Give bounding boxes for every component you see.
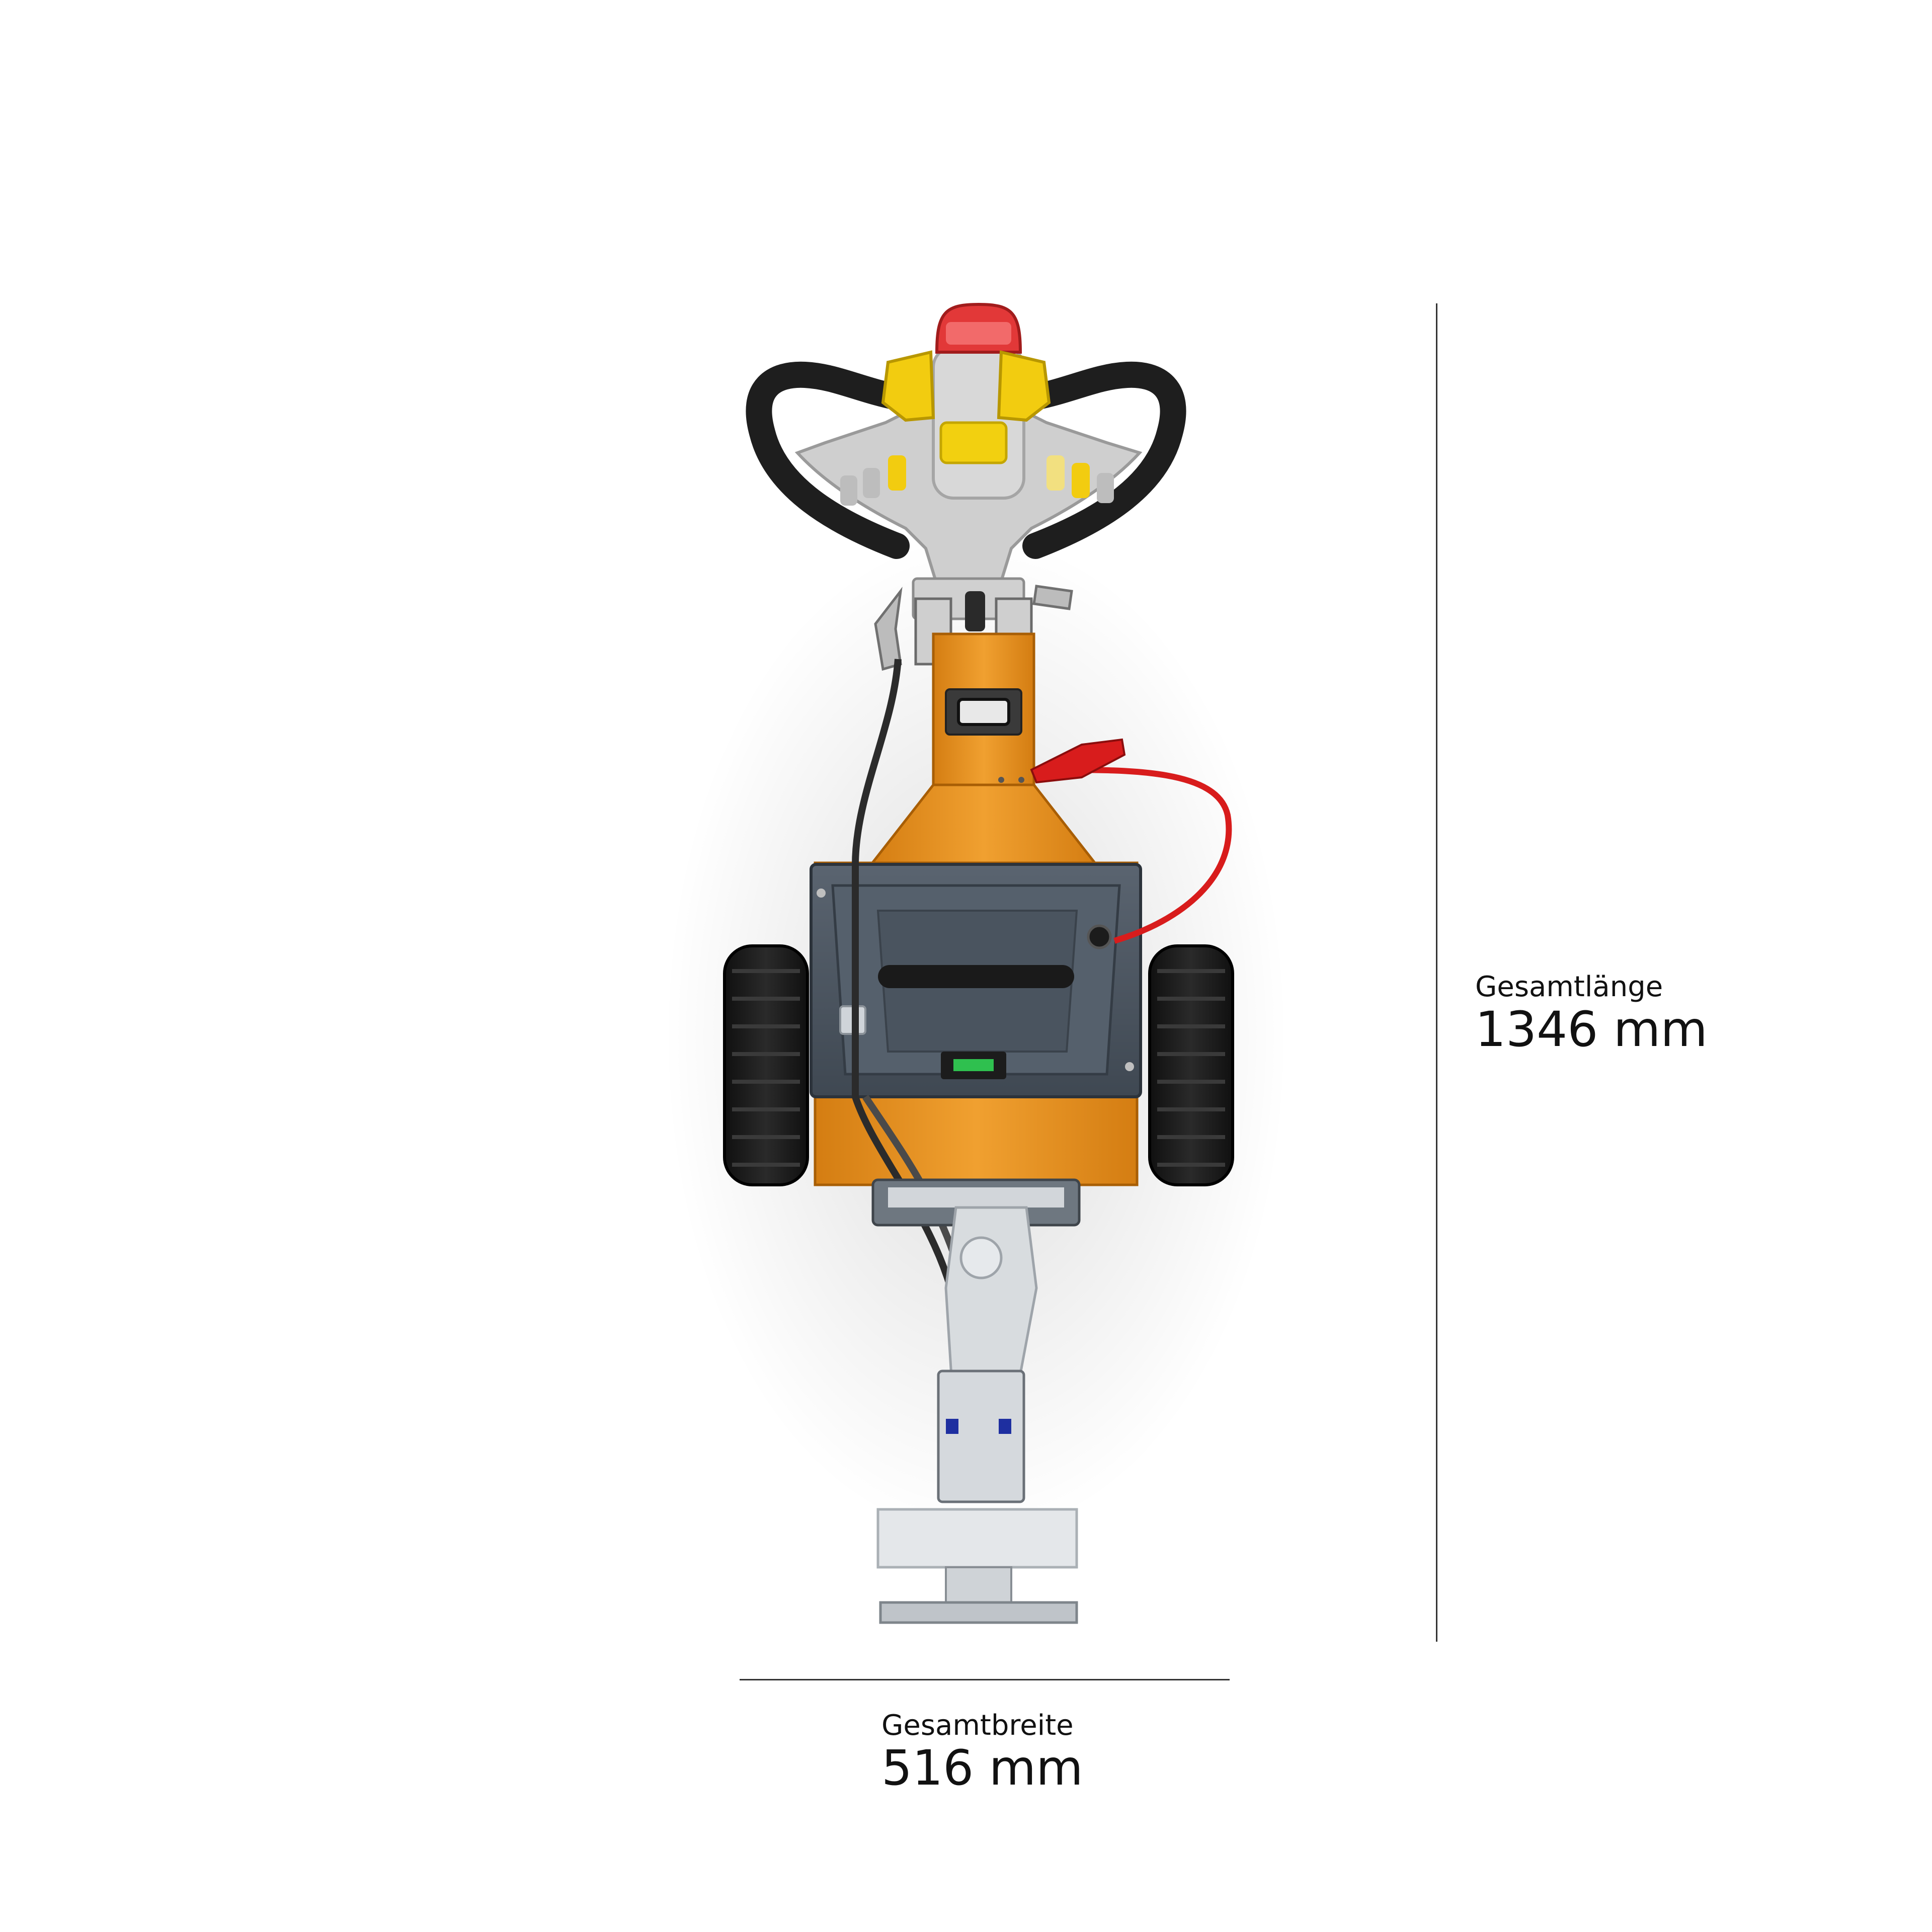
- battery-box: [810, 863, 1142, 1098]
- left-button-2: [840, 475, 857, 506]
- width-dimension-line: [740, 1679, 1230, 1680]
- battery-socket: [1087, 924, 1112, 949]
- battery-bolt-2: [1125, 1062, 1134, 1071]
- hinge-knob: [965, 591, 985, 631]
- right-button-yellow-2: [1072, 463, 1090, 498]
- tiller-head: [746, 302, 1186, 583]
- rear-bracket-top: [888, 1187, 1064, 1208]
- left-button-1: [863, 468, 880, 498]
- red-signal-light-lens: [946, 322, 1011, 345]
- length-caption: Gesamtlänge: [1475, 971, 1663, 1003]
- right-button-yellow: [1046, 455, 1065, 491]
- connector-port: [957, 698, 1010, 726]
- drawbar-pivot: [959, 1236, 1003, 1279]
- length-dimension-label: Gesamtlänge 1346 mm: [1475, 971, 1708, 1056]
- crossbar-plate: [876, 1508, 1078, 1569]
- length-dimension-line: [1436, 303, 1437, 1642]
- center-button: [939, 421, 1008, 464]
- width-value: 516 mm: [881, 1740, 1083, 1796]
- left-wheel: [723, 944, 809, 1186]
- coupling-head: [937, 1370, 1025, 1503]
- crossbar-rail: [879, 1601, 1078, 1624]
- hinge-lever: [874, 587, 903, 671]
- crossbar-connector: [945, 1566, 1012, 1603]
- right-button-1: [1097, 473, 1114, 503]
- left-button-yellow: [888, 455, 906, 491]
- battery-handle: [878, 965, 1074, 988]
- width-caption: Gesamtbreite: [881, 1709, 1074, 1742]
- handle-grip: [746, 361, 1186, 559]
- hinge-tab: [1032, 585, 1073, 610]
- length-value: 1346 mm: [1475, 1001, 1708, 1058]
- right-paddle: [997, 350, 1051, 422]
- column-bolt-2: [1018, 777, 1024, 783]
- red-clamp: [1030, 738, 1126, 784]
- coupling-arm: [871, 1178, 1081, 1624]
- red-charging-cable: [1056, 767, 1232, 944]
- width-dimension-label: Gesamtbreite 516 mm: [881, 1709, 1083, 1796]
- column-bolt-1: [998, 777, 1004, 783]
- coupling-blue-mark-2: [999, 1419, 1011, 1434]
- battery-display-bar: [953, 1059, 994, 1071]
- left-paddle: [881, 350, 935, 422]
- coupling-blue-mark: [946, 1419, 958, 1434]
- right-wheel: [1148, 944, 1234, 1186]
- battery-bolt-1: [817, 889, 826, 898]
